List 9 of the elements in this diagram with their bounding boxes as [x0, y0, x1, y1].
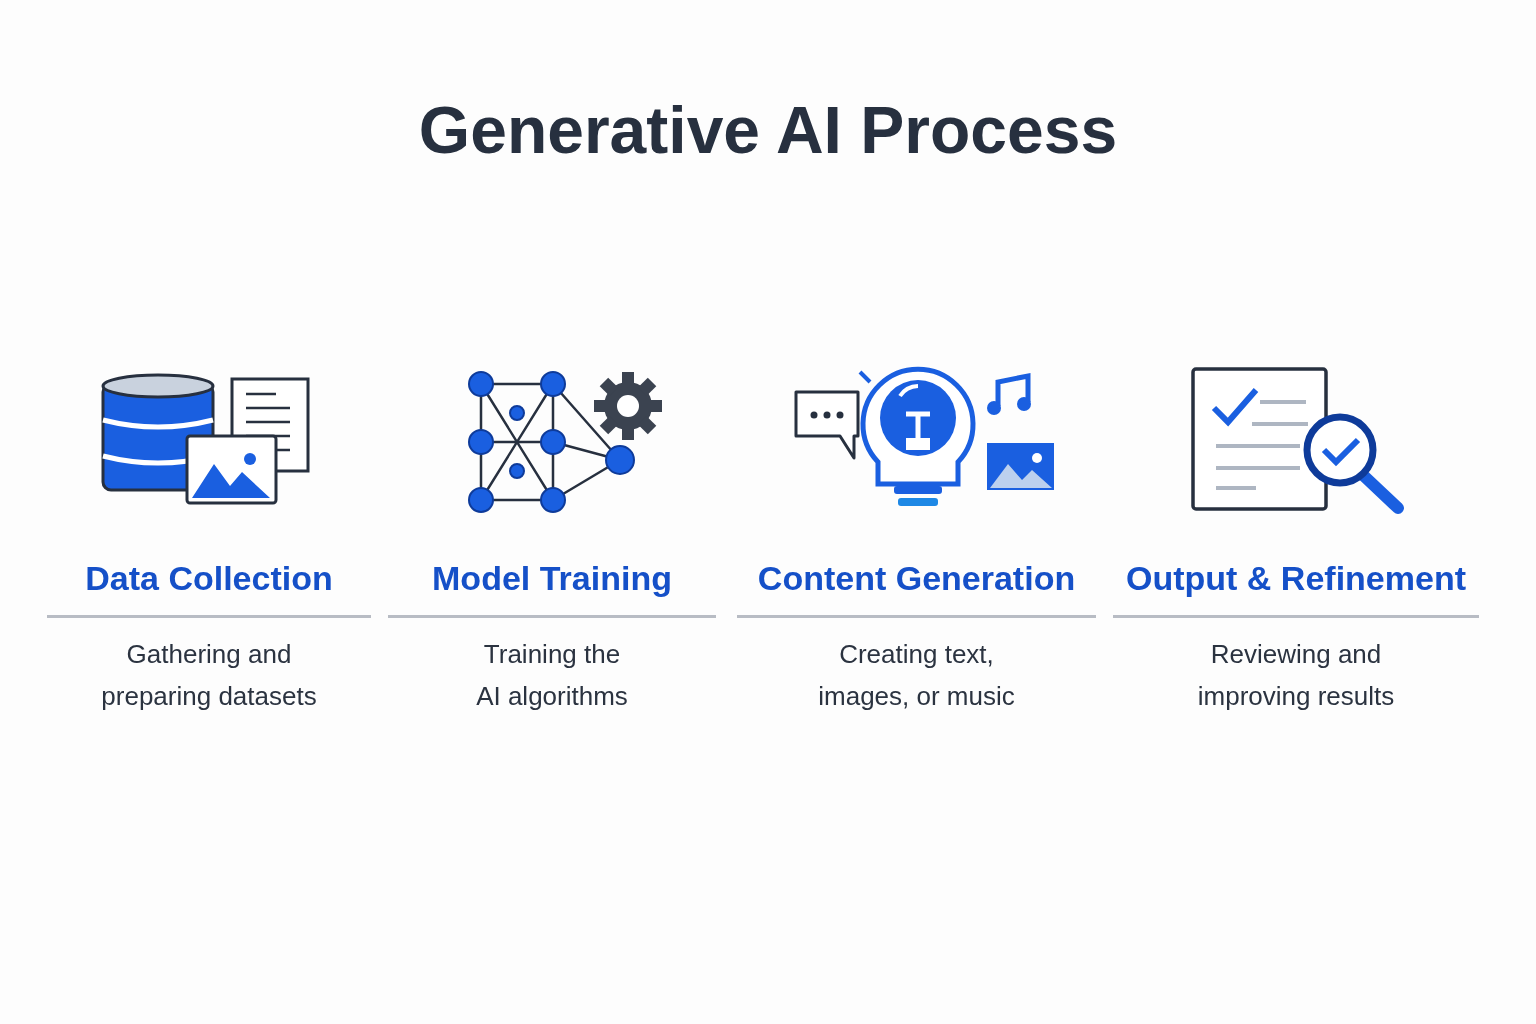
step-heading: Output & Refinement: [1125, 559, 1467, 598]
step-heading: Data Collection: [84, 559, 334, 598]
step-description: Training the AI algorithms: [475, 638, 629, 713]
step-description: Reviewing and improving results: [1196, 638, 1396, 713]
title: Generative AI Process: [418, 93, 1118, 167]
step-heading: Model Training: [431, 559, 673, 598]
step-description: Creating text, images, or music: [817, 638, 1016, 713]
step-heading: Content Generation: [756, 559, 1077, 598]
step-description: Gathering and preparing datasets: [100, 638, 318, 713]
